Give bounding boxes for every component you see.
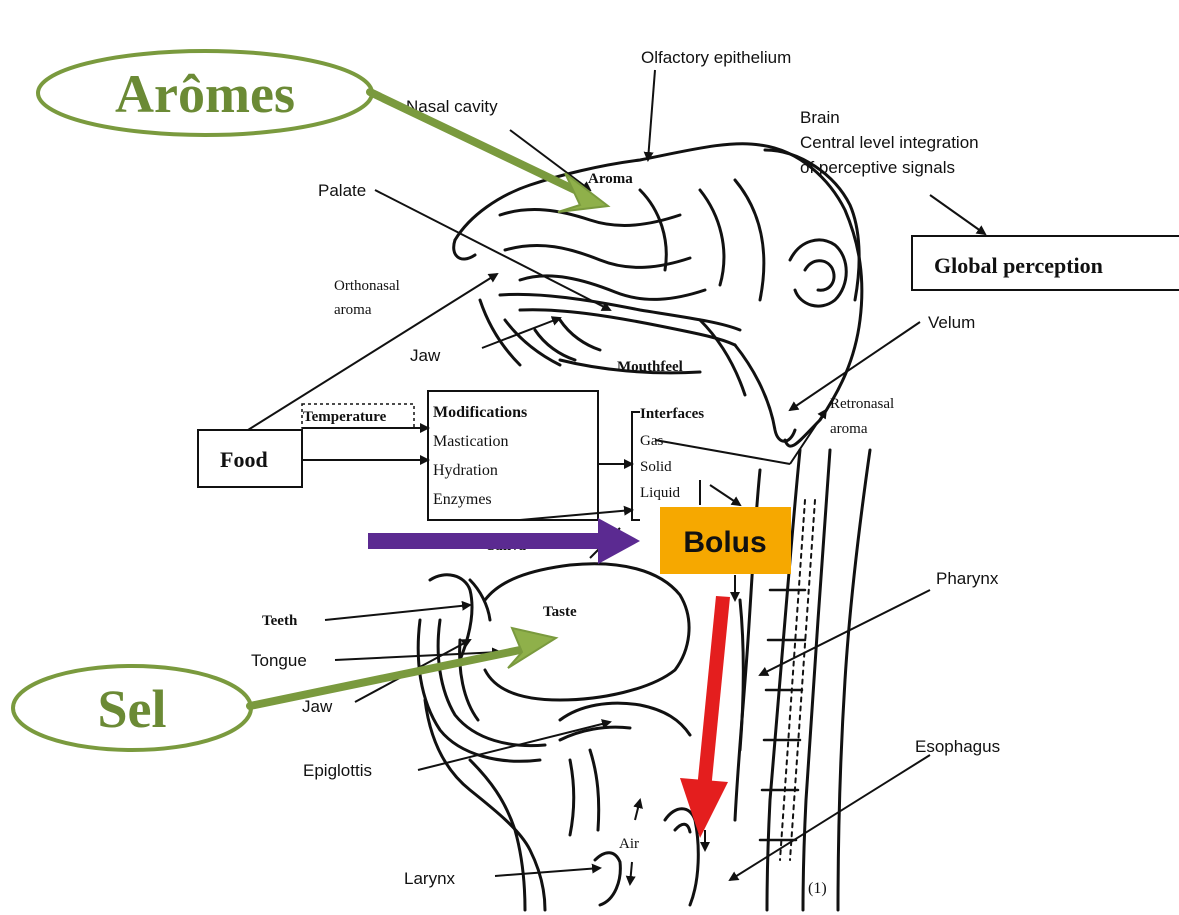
label-retronasal-1: Retronasal [830, 396, 894, 412]
label-mastication: Mastication [433, 433, 509, 450]
label-footnote: (1) [808, 880, 827, 897]
label-pharynx: Pharynx [936, 569, 999, 588]
label-brain-desc-2: of perceptive signals [800, 158, 955, 177]
label-global-perception: Global perception [934, 253, 1103, 278]
interfaces-bracket [632, 412, 640, 520]
label-palate: Palate [318, 181, 366, 200]
label-epiglottis: Epiglottis [303, 761, 372, 780]
label-solid: Solid [640, 459, 672, 475]
label-aroma: Aroma [588, 171, 633, 187]
label-velum: Velum [928, 313, 975, 332]
label-air: Air [619, 836, 639, 852]
label-temperature: Temperature [303, 409, 387, 425]
label-gas: Gas [640, 433, 663, 449]
label-retronasal-2: aroma [830, 421, 868, 437]
label-jaw-lower: Jaw [302, 697, 333, 716]
anatomy-drawing [418, 144, 870, 910]
label-esophagus: Esophagus [915, 737, 1000, 756]
label-olfactory-epithelium: Olfactory epithelium [641, 48, 791, 67]
label-modifications: Modifications [433, 404, 527, 421]
label-mouthfeel: Mouthfeel [617, 359, 683, 375]
diagram-labels: Olfactory epithelium Nasal cavity Brain … [220, 48, 1103, 897]
purple-arrow [368, 518, 640, 564]
label-brain: Brain [800, 108, 840, 127]
label-orthonasal-2: aroma [334, 302, 372, 318]
label-larynx: Larynx [404, 869, 456, 888]
label-teeth: Teeth [262, 613, 298, 629]
label-tongue: Tongue [251, 651, 307, 670]
bolus-overlay: Bolus [660, 507, 791, 574]
label-orthonasal-1: Orthonasal [334, 278, 400, 294]
label-liquid: Liquid [640, 485, 680, 501]
sel-label: Sel [97, 679, 166, 739]
label-enzymes: Enzymes [433, 491, 492, 508]
label-hydration: Hydration [433, 462, 498, 479]
label-taste: Taste [543, 604, 577, 620]
aromes-label: Arômes [115, 64, 295, 124]
label-interfaces: Interfaces [640, 406, 704, 422]
label-brain-desc-1: Central level integration [800, 133, 979, 152]
label-food: Food [220, 447, 268, 472]
label-jaw-upper: Jaw [410, 346, 441, 365]
bolus-label: Bolus [683, 526, 766, 559]
